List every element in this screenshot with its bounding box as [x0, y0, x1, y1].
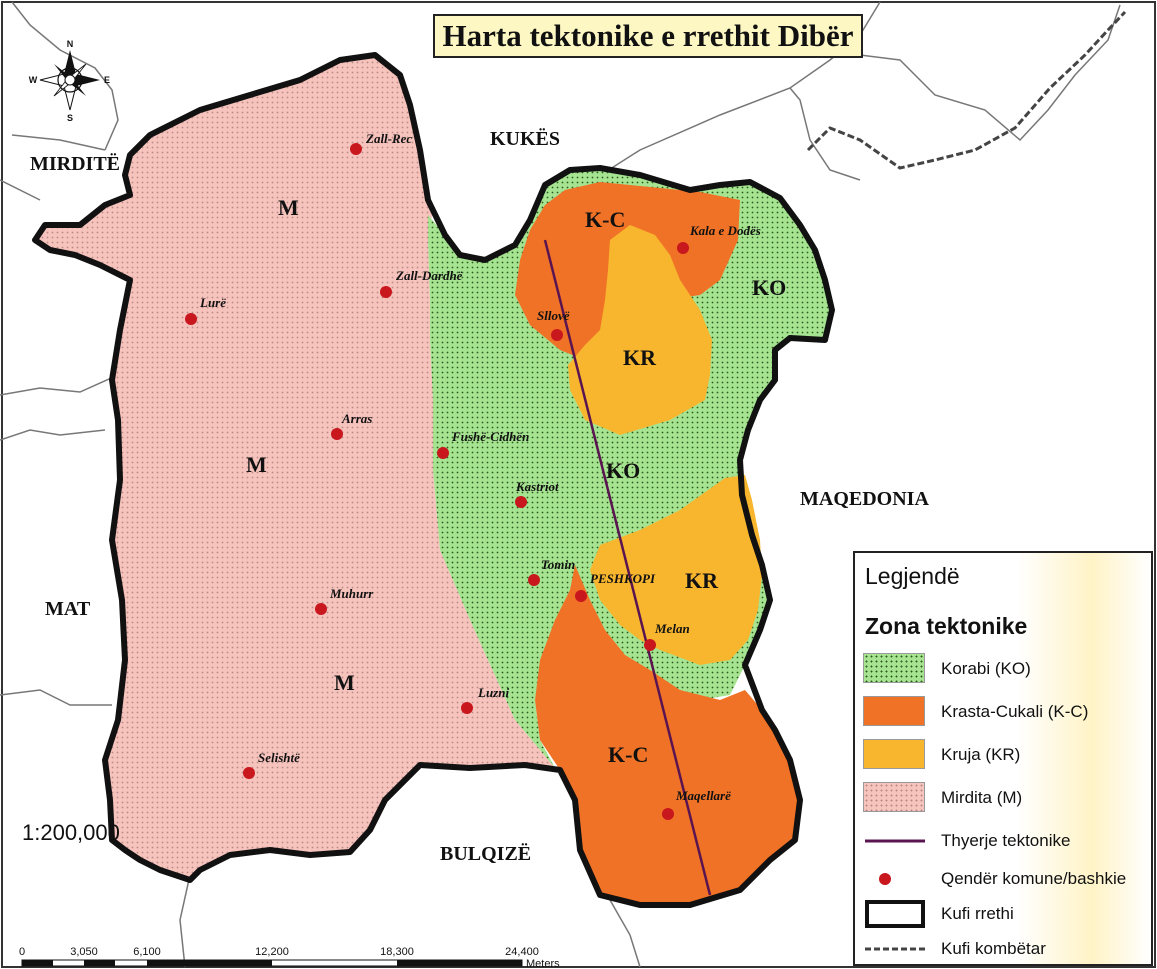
legend-item-korabi: Korabi (KO)	[863, 653, 1151, 687]
scale-tick-2: 6,100	[133, 946, 161, 958]
region-kukes: KUKËS	[490, 127, 560, 150]
legend-swatch-kruja	[863, 739, 925, 769]
region-mat: MAT	[45, 598, 91, 620]
scale-tick-4: 18,300	[380, 946, 414, 958]
center-peshkopi	[575, 590, 587, 602]
center-fushe-cidhen	[437, 447, 449, 459]
zone-kruja-south	[590, 475, 762, 665]
center-kastriot	[515, 496, 527, 508]
zone-mirdita	[35, 55, 555, 880]
label-arras: Arras	[341, 411, 372, 426]
zone-label-kc2: K-C	[608, 742, 648, 767]
zone-label-ko1: KO	[752, 275, 786, 300]
scale-ratio: 1:200,000	[22, 820, 120, 845]
legend-item-kufi-rrethi: Kufi rrethi	[863, 898, 1151, 932]
zone-label-m2: M	[246, 452, 267, 477]
map-title: Harta tektonike e rrethit Dibër	[433, 14, 863, 58]
label-tomin: Tomin	[541, 557, 575, 572]
zone-krasta-south	[535, 565, 800, 905]
label-muhurr: Muhurr	[329, 586, 374, 601]
zone-kruja-north	[568, 225, 712, 435]
center-zall-rec	[350, 143, 362, 155]
scale-unit: Meters	[526, 958, 560, 969]
compass-rose: N S E W	[29, 39, 110, 123]
legend-center-dot-icon	[879, 873, 891, 885]
label-zall-dardhe: Zall-Dardhë	[395, 268, 463, 283]
legend-item-mirdita: Mirdita (M)	[863, 782, 1151, 816]
center-arras	[331, 428, 343, 440]
legend-label-mirdita: Mirdita (M)	[941, 788, 1023, 807]
label-lure: Lurë	[199, 295, 226, 310]
scale-tick-1: 3,050	[70, 946, 98, 958]
center-kala-e-dodes	[677, 242, 689, 254]
center-zall-dardhe	[380, 286, 392, 298]
scale-tick-3: 12,200	[255, 946, 289, 958]
label-maqellare: Maqellarë	[675, 788, 731, 803]
legend-label-qender: Qendër komune/bashkie	[941, 869, 1127, 888]
legend-title: Legjendë	[865, 563, 960, 589]
label-kastriot: Kastriot	[515, 479, 559, 494]
scale-tick-5: 24,400	[505, 946, 539, 958]
legend-national-border-icon	[865, 947, 925, 951]
label-melan: Melan	[654, 621, 690, 636]
legend-item-krasta: Krasta-Cukali (K-C)	[863, 696, 1151, 730]
label-fushe-cidhen: Fushë-Cidhën	[451, 429, 529, 444]
center-maqellare	[662, 808, 674, 820]
legend-label-thyerje: Thyerje tektonike	[941, 831, 1071, 850]
label-kala-e-dodes: Kala e Dodës	[689, 223, 761, 238]
compass-s: S	[67, 113, 73, 123]
center-selishte	[243, 767, 255, 779]
legend-item-thyerje: Thyerje tektonike	[863, 825, 1151, 859]
legend-label-kufi-kombetar: Kufi kombëtar	[941, 939, 1046, 958]
scale-tick-0: 0	[19, 946, 25, 958]
center-tomin	[528, 574, 540, 586]
center-sllove	[551, 329, 563, 341]
label-selishte: Selishtë	[258, 750, 300, 765]
zone-labels: M M M K-C K-C KO KO KR KR	[246, 195, 786, 767]
compass-e: E	[104, 75, 110, 85]
legend-label-korabi: Korabi (KO)	[941, 659, 1031, 678]
region-labels: MIRDITË KUKËS MAT MAQEDONIA BULQIZË	[30, 127, 929, 865]
legend: Legjendë Zona tektonike Korabi (KO) Kras…	[853, 551, 1153, 966]
zone-label-kr2: KR	[685, 568, 719, 593]
legend-swatch-korabi	[863, 653, 925, 683]
legend-swatch-mirdita	[863, 782, 925, 812]
legend-swatch-krasta	[863, 696, 925, 726]
label-luzni: Luzni	[477, 685, 509, 700]
national-border	[806, 10, 1127, 170]
legend-item-kufi-kombetar: Kufi kombëtar	[863, 933, 1151, 967]
region-mirdite: MIRDITË	[30, 152, 120, 175]
legend-fault-line-icon	[865, 839, 925, 843]
tectonic-fault	[543, 239, 712, 896]
zone-label-kr1: KR	[623, 345, 657, 370]
zone-label-kc1: K-C	[585, 207, 625, 232]
center-luzni	[461, 702, 473, 714]
district-boundary	[32, 52, 835, 908]
compass-n: N	[67, 39, 74, 49]
zone-label-m3: M	[334, 670, 355, 695]
legend-label-kufi-rrethi: Kufi rrethi	[941, 904, 1014, 923]
legend-item-qender: Qendër komune/bashkie	[863, 863, 1151, 897]
legend-subtitle: Zona tektonike	[865, 613, 1028, 639]
center-melan	[644, 639, 656, 651]
label-peshkopi: PESHKOPI	[590, 571, 656, 586]
label-sllove: Sllovë	[537, 308, 570, 323]
center-lure	[185, 313, 197, 325]
region-bulqize: BULQIZË	[440, 842, 531, 865]
zone-label-m1: M	[278, 195, 299, 220]
legend-label-kruja: Kruja (KR)	[941, 745, 1021, 764]
label-zall-rec: Zall-Rec	[365, 131, 412, 146]
scale-bar: 0 3,050 6,100 12,200 18,300 24,400 Meter…	[19, 946, 560, 969]
legend-district-border-icon	[865, 900, 925, 928]
legend-label-krasta: Krasta-Cukali (K-C)	[941, 702, 1089, 721]
zone-label-ko2: KO	[606, 458, 640, 483]
center-muhurr	[315, 603, 327, 615]
compass-w: W	[29, 75, 38, 85]
legend-item-kruja: Kruja (KR)	[863, 739, 1151, 773]
settlements: Zall-Rec Kala e Dodës Zall-Dardhë Lurë S…	[185, 131, 761, 820]
region-maqedonia: MAQEDONIA	[800, 488, 929, 510]
